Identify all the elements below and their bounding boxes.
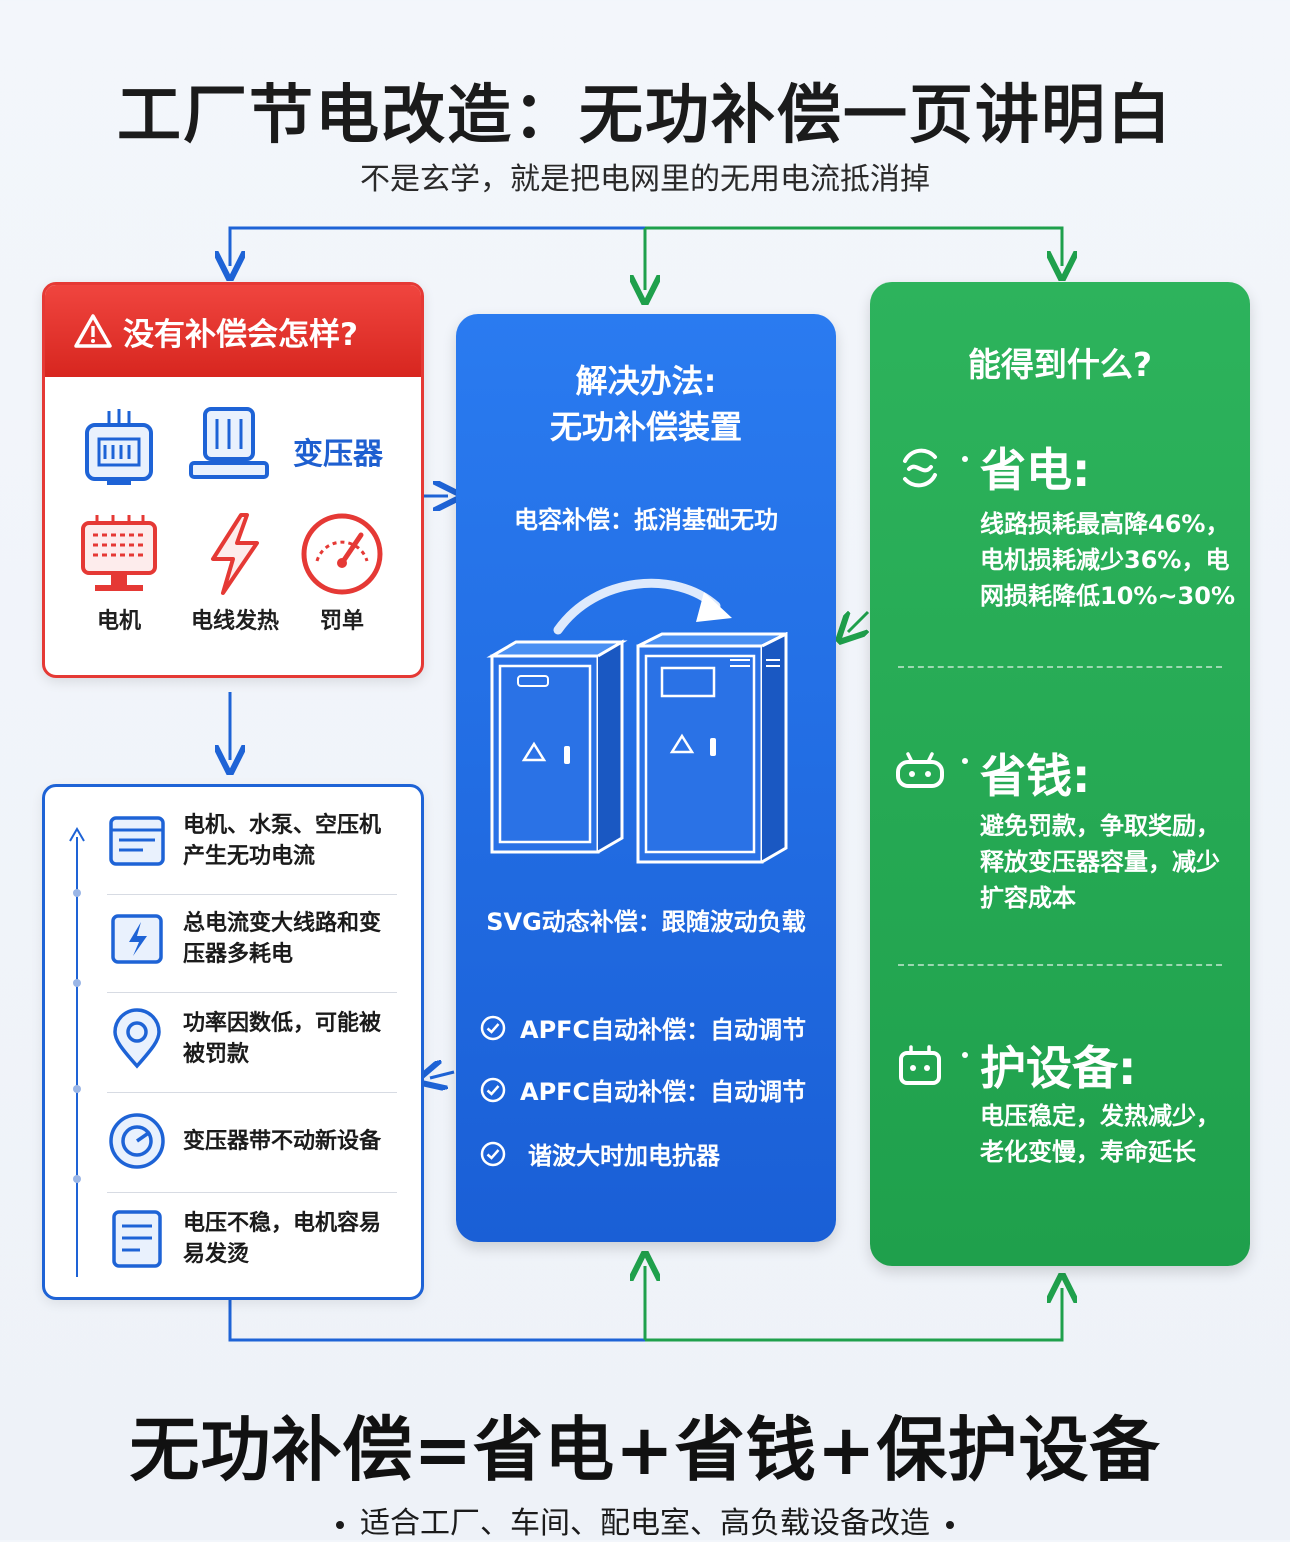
motor-item: 电机	[77, 511, 161, 635]
top-green-line	[645, 226, 1062, 266]
blue-to-list-arrow	[430, 1072, 455, 1078]
green-to-blue-arrow	[848, 612, 868, 632]
solution-card: 解决办法: 无功补偿装置 电容补偿：抵消基础无功 SVG动态补偿：跟随波动负载	[456, 314, 836, 1242]
cabinet-left	[486, 639, 628, 854]
benefit-title: 护设备:	[980, 1041, 1137, 1095]
page-subtitle: 不是玄学，就是把电网里的无用电流抵消掉	[360, 162, 930, 197]
warning-icon	[73, 313, 113, 349]
problem-card-header: 没有补偿会怎样?	[45, 285, 421, 377]
top-blue-line	[230, 226, 645, 266]
cause-text: 变压器带不动新设备	[183, 1128, 382, 1154]
svg-caption: SVG动态补偿：跟随波动负载	[486, 908, 806, 936]
benefit-text: 避免罚款，争取奖励，释放变压器容量，减少扩容成本	[980, 812, 1220, 912]
plug-circle-icon	[105, 1109, 169, 1173]
benefit-text: 电压稳定，发热减少，老化变慢，寿命延长	[980, 1102, 1220, 1166]
formula-title: 无功补偿=省电+省钱+保护设备	[129, 1409, 1161, 1491]
gauge-icon	[301, 513, 383, 595]
gauge-location-icon	[105, 1007, 169, 1071]
motor-icon	[81, 515, 157, 591]
check-circle-icon	[480, 1015, 506, 1041]
problem-card: 没有补偿会怎样? 变压器 电机 电线发热 罚单	[42, 282, 424, 678]
footer-note-text: 适合工厂、车间、配电室、高负载设备改造	[360, 1506, 930, 1541]
problem-card-title: 没有补偿会怎样?	[123, 316, 358, 353]
check-circle-icon	[480, 1077, 506, 1103]
document-icon	[105, 809, 169, 873]
wire-heat-label: 电线发热	[191, 609, 280, 634]
protect-device-icon	[892, 1038, 948, 1094]
fine-label: 罚单	[319, 609, 364, 634]
benefits-title: 能得到什么?	[967, 345, 1153, 384]
fine-item: 罚单	[299, 511, 385, 635]
causes-card: 电机、水泵、空压机产生无功电流 总电流变大线路和变压器多耗电 功率因数低，可能被…	[42, 784, 424, 1300]
capacitor-caption: 电容补偿：抵消基础无功	[514, 506, 778, 534]
cause-item: 总电流变大线路和变压器多耗电	[105, 907, 395, 971]
check-item: 谐波大时加电抗器	[480, 1136, 720, 1171]
cause-item: 电机、水泵、空压机产生无功电流	[105, 809, 395, 873]
timeline-axis	[69, 827, 85, 1277]
check-item: APFC自动补偿：自动调节	[480, 1072, 806, 1107]
bottom-blue-line	[228, 1300, 645, 1342]
cause-item: 电压不稳，电机容易易发烫	[105, 1207, 395, 1271]
lightning-icon	[211, 513, 259, 595]
check-item: APFC自动补偿：自动调节	[480, 1010, 806, 1045]
solution-title-line2: 无功补偿装置	[549, 408, 742, 446]
cause-item: 功率因数低，可能被被罚款	[105, 1007, 395, 1071]
save-energy-icon	[892, 440, 948, 496]
wire-heat-item: 电线发热	[191, 511, 279, 635]
cabinets-illustration	[486, 632, 788, 864]
bullet-dot	[336, 1520, 344, 1529]
solution-title: 解决办法: 无功补偿装置	[456, 358, 836, 450]
benefit-title: 省钱:	[980, 749, 1091, 803]
cause-text: 总电流变大线路和变压器多耗电	[183, 911, 382, 967]
check-circle-icon	[480, 1141, 506, 1167]
check-text: 谐波大时加电抗器	[528, 1142, 720, 1170]
footer-note: 适合工厂、车间、配电室、高负载设备改造	[0, 1498, 1290, 1542]
solution-title-line1: 解决办法:	[575, 362, 717, 400]
check-text: APFC自动补偿：自动调节	[520, 1078, 807, 1106]
benefits-card: 能得到什么? 省电: 线路损耗最高降46%，电机损耗减少36%，电网损耗降低10…	[870, 282, 1250, 1266]
transformer-icon	[187, 403, 271, 485]
report-icon	[105, 1207, 169, 1271]
benefit-text: 线路损耗最高降46%，电机损耗减少36%，电网损耗降低10%~30%	[980, 510, 1235, 610]
cabinet-right	[636, 632, 788, 864]
bottom-green-line	[645, 1288, 1062, 1342]
power-box-icon	[105, 907, 169, 971]
cause-text: 电机、水泵、空压机产生无功电流	[183, 813, 382, 869]
cause-item: 变压器带不动新设备	[105, 1109, 395, 1173]
transformer-label: 变压器	[293, 437, 383, 472]
check-text: APFC自动补偿：自动调节	[520, 1016, 807, 1044]
control-cabinet-icon	[79, 405, 159, 487]
curved-arrow-icon	[553, 578, 732, 635]
cause-text: 电压不稳，电机容易易发烫	[183, 1211, 382, 1267]
bullet-dot	[946, 1520, 954, 1529]
benefit-title: 省电:	[980, 443, 1091, 497]
motor-label: 电机	[96, 609, 141, 634]
page-title: 工厂节电改造：无功补偿一页讲明白	[117, 79, 1173, 153]
cause-text: 功率因数低，可能被被罚款	[183, 1011, 382, 1067]
save-money-icon	[892, 744, 948, 800]
